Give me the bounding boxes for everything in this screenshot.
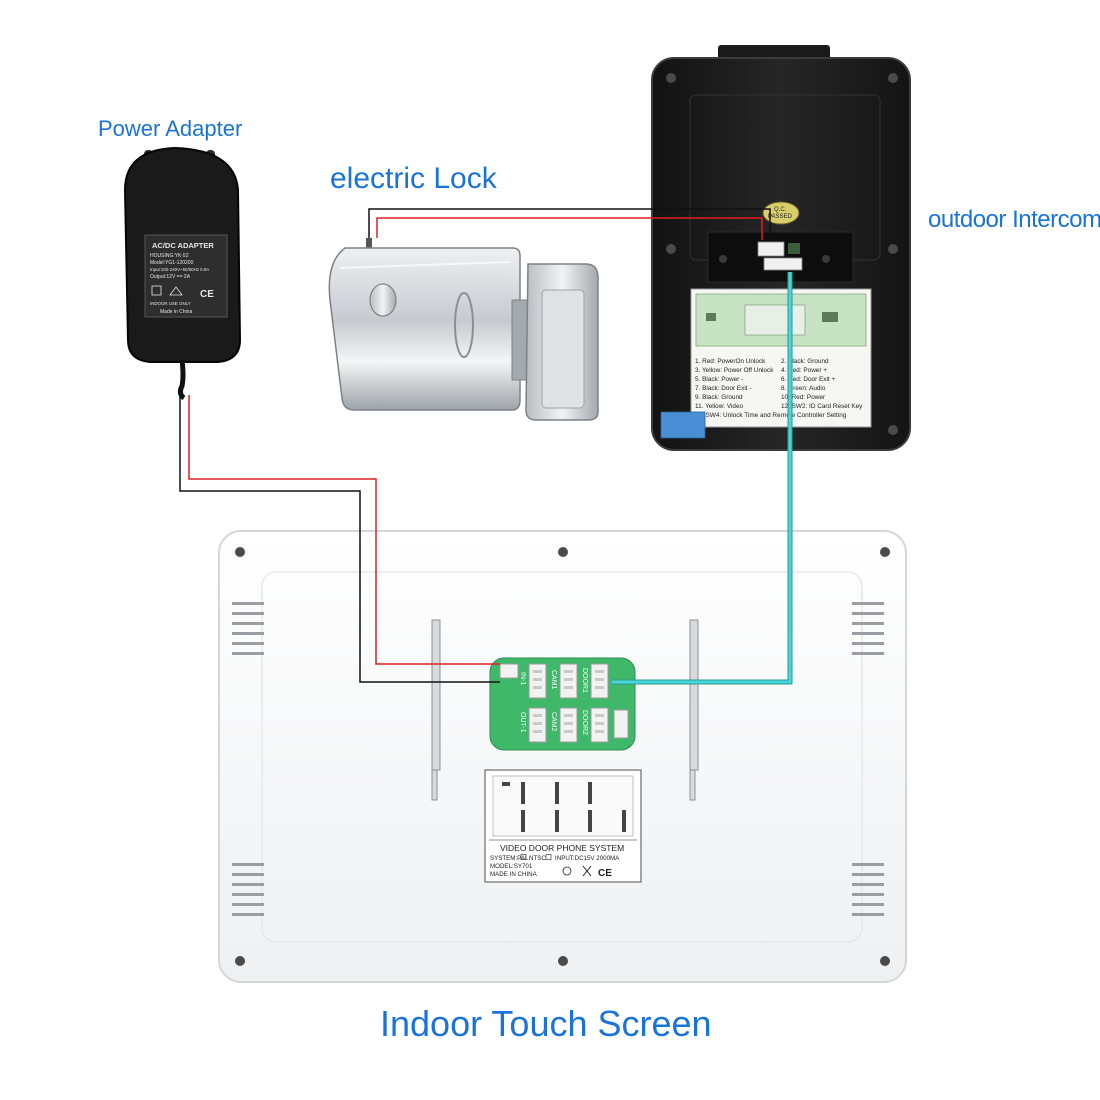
connector-power [499, 663, 519, 679]
qc-passed-sticker: Q.C. PASSED [762, 201, 800, 225]
adapter-indoor-note: INDOOR USE ONLY [150, 301, 191, 306]
outdoor-intercom: Q.C. PASSED 1. Red: PowerOn Unlock 3. Ye… [651, 45, 911, 451]
wire-lock-red [376, 217, 763, 240]
adapter-cable [177, 359, 186, 401]
qc-top: Q.C. [774, 207, 787, 213]
indoor-info-plate: VIDEO DOOR PHONE SYSTEM SYSTEM:PAL NTSC … [484, 769, 642, 883]
outdoor-wiring-sticker: 1. Red: PowerOn Unlock 3. Yellow: Power … [660, 288, 872, 439]
plate-model: MODEL:SY701 [490, 863, 533, 870]
wiring-left-7: 13. SW4: Unlock Time and Re [695, 412, 781, 419]
connector-extra [613, 709, 629, 739]
wire-intercom-cyan [612, 272, 792, 684]
vent-grille-right-bottom [852, 863, 884, 916]
screw-icon [235, 956, 245, 966]
wire-adapter-black [179, 395, 500, 683]
indoor-monitor: IN-1 OUT-1 CAM1 CAM2 DOOR1 DOOR2 VIDEO D… [218, 530, 907, 983]
adapter-line-1: HOUSING:YK-52 [150, 253, 189, 259]
wiring-right-6: 12. SW2: ID Card Reset Key [781, 403, 863, 410]
board-label-door1: DOOR1 [581, 668, 588, 693]
wiring-right-4: 8. Green: Audio [781, 385, 826, 392]
house-icon [169, 286, 183, 296]
adapter-made-in: Made in China [160, 309, 192, 315]
electric-lock [328, 238, 599, 421]
adapter-ce: CE [200, 289, 214, 300]
outdoor-connector-lock [757, 241, 785, 257]
adapter-line-2: Model:YG1-120200 [150, 260, 194, 266]
wiring-left-2: 3. Yellow: Power Off Unlock [695, 367, 774, 374]
board-label-cam1: CAM1 [550, 670, 557, 690]
wiring-left-5: 9. Black: Ground [695, 394, 743, 401]
plate-input: INPUT:DC15V 2000MA [555, 855, 620, 862]
wiring-left-1: 1. Red: PowerOn Unlock [695, 358, 766, 365]
board-label-cam2: CAM2 [550, 712, 557, 732]
lock-knob [369, 283, 397, 317]
wiring-right-1: 2. Black: Ground [781, 358, 829, 365]
wire-adapter-red [188, 395, 500, 665]
recycle-icon [562, 866, 572, 876]
plate-system: SYSTEM:PAL [490, 855, 529, 862]
screw-icon [235, 547, 245, 557]
indoor-monitor-body [218, 530, 907, 983]
power-adapter: AC/DC ADAPTER HOUSING:YK-52 Model:YG1-12… [123, 146, 242, 401]
wiring-left-6: 11. Yellow: Video [695, 403, 744, 410]
mounting-slot-right [689, 619, 699, 801]
plate-ce: CE [598, 868, 612, 879]
plate-title: VIDEO DOOR PHONE SYSTEM [500, 843, 624, 853]
double-insulation-icon [151, 285, 162, 296]
board-label-door2: DOOR2 [581, 710, 588, 735]
board-label-out1: OUT-1 [519, 712, 526, 733]
screw-icon [558, 547, 568, 557]
qc-bottom: PASSED [768, 214, 793, 220]
vent-grille-right-top [852, 602, 884, 655]
wiring-right-5: 10. Red: Power [781, 394, 826, 401]
screw-icon [880, 956, 890, 966]
wires [179, 208, 793, 685]
weee-bin-icon [582, 865, 592, 877]
wiring-right-7: mote Controller Setting [781, 412, 847, 419]
outdoor-intercom-label: outdoor Intercom [928, 206, 1100, 233]
board-label-in1: IN-1 [519, 672, 526, 685]
screw-icon [558, 956, 568, 966]
connector-recess [707, 231, 854, 283]
vent-grille-left-bottom [232, 863, 264, 916]
vent-grille-left-top [232, 602, 264, 655]
adapter-line-4: Output:12V == 2A [150, 274, 191, 280]
wiring-left-4: 7. Black: Door Exit - [695, 385, 751, 392]
mounting-slot-left [431, 619, 441, 801]
adapter-title: AC/DC ADAPTER [152, 241, 214, 250]
wiring-right-3: 6. Red: Door Exit + [781, 376, 835, 383]
plate-made-in: MADE IN CHINA [490, 871, 538, 878]
screw-icon [880, 547, 890, 557]
adapter-line-3: Input:100-240V~50/60Hz 0.8A [150, 267, 209, 272]
indoor-circuit-board: IN-1 OUT-1 CAM1 CAM2 DOOR1 DOOR2 [489, 657, 636, 751]
wiring-right-2: 4. Red: Power + [781, 367, 827, 374]
wire-lock-black [368, 208, 771, 240]
indoor-screen-label: Indoor Touch Screen [380, 1003, 712, 1044]
plate-ntsc: NTSC [529, 855, 546, 862]
electric-lock-label: electric Lock [330, 162, 497, 195]
outdoor-connector-main [763, 257, 803, 271]
blue-sticker [660, 411, 706, 439]
power-adapter-label: Power Adapter [98, 116, 243, 141]
lock-emblem [454, 292, 474, 358]
wiring-left-3: 5. Black: Power - [695, 376, 743, 383]
lock-body [328, 247, 521, 411]
